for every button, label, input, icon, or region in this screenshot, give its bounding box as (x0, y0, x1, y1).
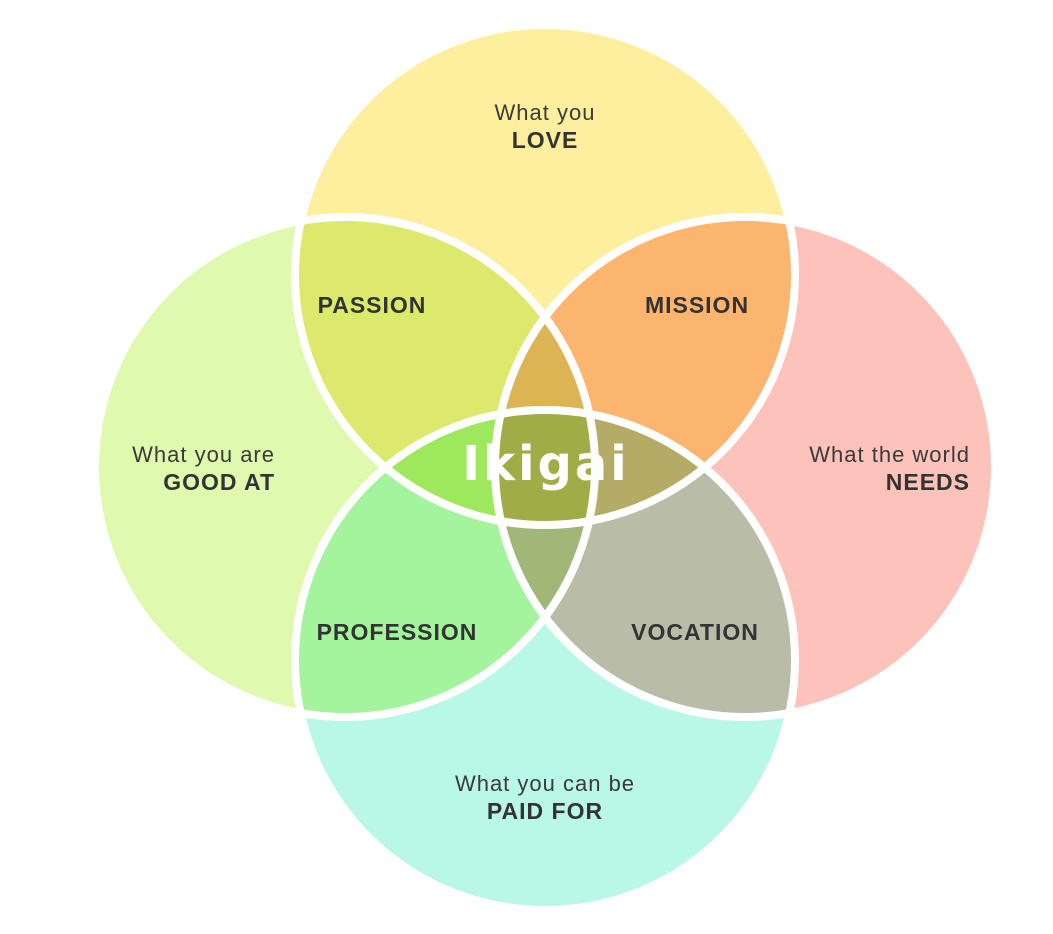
paid-for-label-line2: PAID FOR (487, 798, 603, 824)
outline-love (291, 21, 799, 529)
outline-good-at (91, 213, 599, 721)
love-label-line2: LOVE (512, 127, 579, 153)
profession-label: PROFESSION (317, 619, 478, 645)
passion-label: PASSION (318, 292, 427, 318)
good-at-label-line2: GOOD AT (163, 469, 275, 495)
needs-label-line1: What the world (809, 442, 970, 467)
mission-label: MISSION (645, 292, 749, 318)
paid-for-label-line1: What you can be (455, 771, 635, 796)
outline-paid-for (291, 406, 799, 914)
needs-label-line2: NEEDS (886, 469, 970, 495)
good-at-label-line1: What you are (132, 442, 275, 467)
vocation-label: VOCATION (631, 619, 759, 645)
outline-needs (491, 213, 999, 721)
love-label-line1: What you (495, 100, 596, 125)
ikigai-center-label: Ikigai (462, 436, 629, 492)
